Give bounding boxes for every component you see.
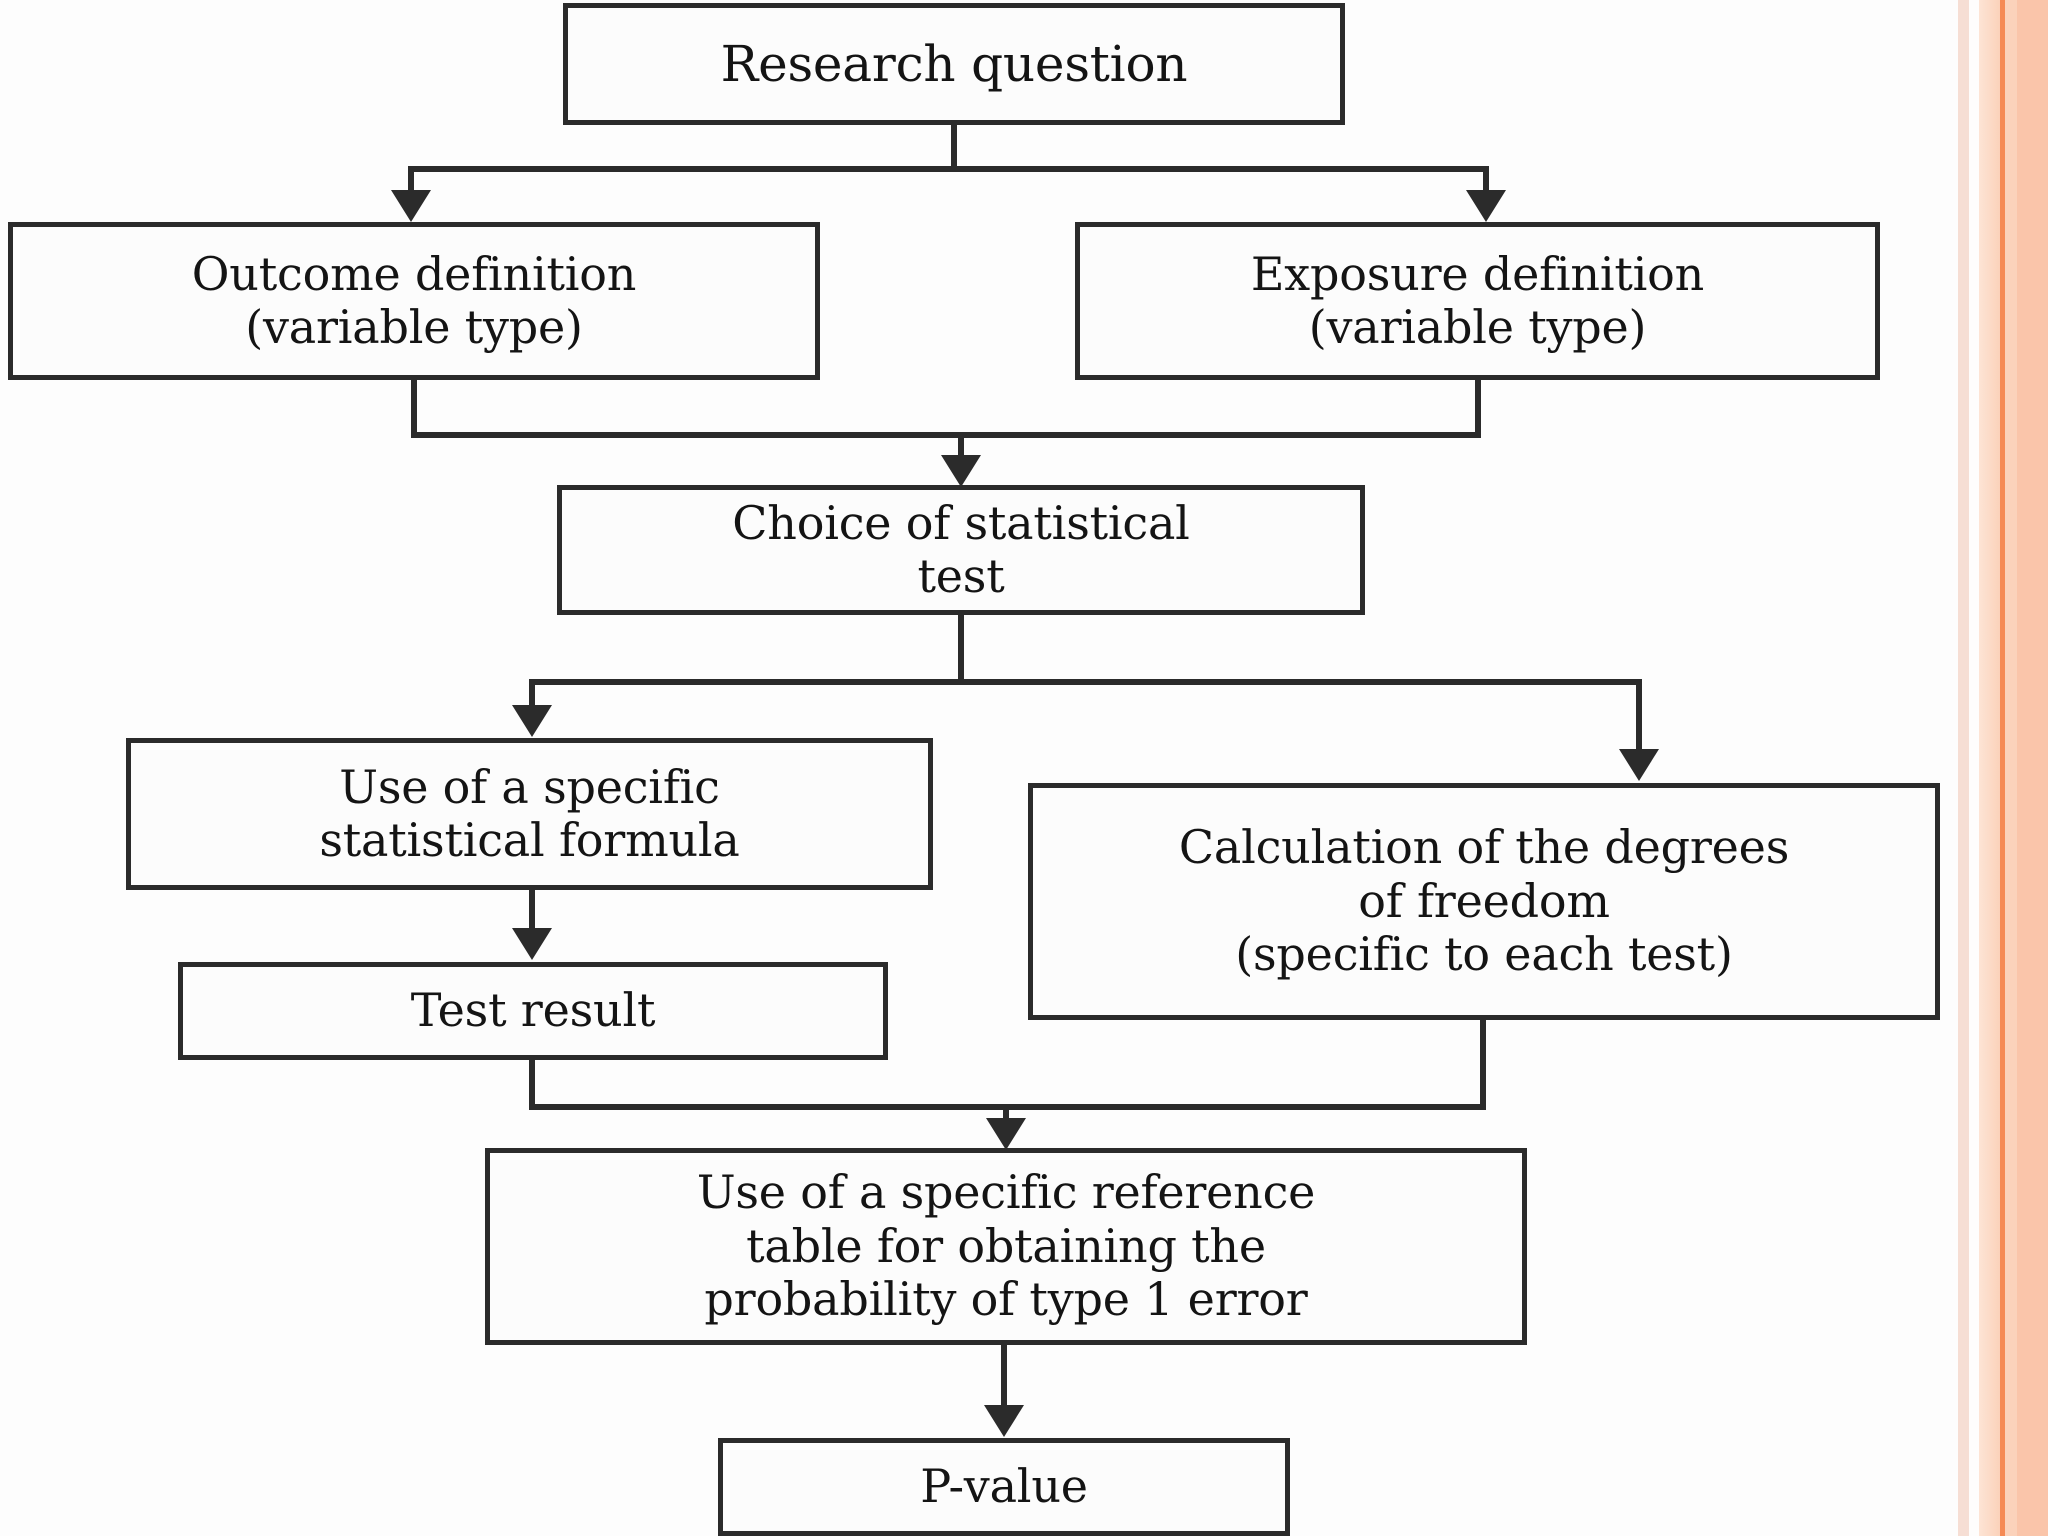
edge-merge-stem-to-choice-of-test bbox=[958, 432, 964, 458]
stripe-pale-peach-1 bbox=[1958, 0, 1969, 1536]
node-degrees-of-freedom[interactable]: Calculation of the degrees of freedom (s… bbox=[1028, 783, 1940, 1020]
edge-specific-formula-to-test-result bbox=[529, 890, 535, 930]
edge-choice-of-test-split-bar bbox=[529, 679, 1642, 685]
edge-research-question-split-bar bbox=[408, 166, 1489, 172]
arrowhead-to-exposure-definition bbox=[1466, 190, 1506, 222]
node-outcome-definition-label: Outcome definition (variable type) bbox=[191, 246, 637, 354]
edge-test-result-stem bbox=[529, 1060, 535, 1110]
stripe-orange-accent bbox=[2000, 0, 2005, 1536]
node-test-result[interactable]: Test result bbox=[178, 962, 888, 1060]
edge-research-question-stem bbox=[951, 125, 957, 172]
node-specific-formula-label: Use of a specific statistical formula bbox=[319, 759, 740, 867]
node-reference-table[interactable]: Use of a specific reference table for ob… bbox=[485, 1148, 1527, 1345]
stripe-peach-soft bbox=[1979, 0, 2000, 1536]
edge-to-specific-formula bbox=[529, 679, 535, 707]
edge-to-exposure-definition bbox=[1483, 166, 1489, 192]
node-reference-table-label: Use of a specific reference table for ob… bbox=[696, 1165, 1316, 1327]
node-exposure-definition[interactable]: Exposure definition (variable type) bbox=[1075, 222, 1880, 380]
node-p-value-label: P-value bbox=[920, 1459, 1088, 1514]
node-test-result-label: Test result bbox=[410, 983, 656, 1038]
edge-degrees-of-freedom-stem bbox=[1480, 1020, 1486, 1110]
node-choice-of-test-label: Choice of statistical test bbox=[732, 495, 1190, 603]
stripe-peach-deep bbox=[2017, 0, 2048, 1536]
arrowhead-to-reference-table bbox=[986, 1118, 1026, 1150]
node-p-value[interactable]: P-value bbox=[718, 1438, 1290, 1536]
edge-outcome-definition-stem bbox=[411, 380, 417, 438]
edge-exposure-definition-stem bbox=[1475, 380, 1481, 438]
edge-to-outcome-definition bbox=[408, 166, 414, 192]
node-choice-of-test[interactable]: Choice of statistical test bbox=[557, 485, 1365, 615]
node-research-question[interactable]: Research question bbox=[563, 3, 1345, 125]
node-research-question-label: Research question bbox=[720, 35, 1188, 93]
arrowhead-to-choice-of-test bbox=[941, 455, 981, 487]
arrowhead-to-outcome-definition bbox=[391, 190, 431, 222]
arrowhead-to-degrees-of-freedom bbox=[1619, 749, 1659, 781]
edge-choice-of-test-stem bbox=[958, 615, 964, 685]
edge-reference-table-to-p-value bbox=[1001, 1345, 1007, 1407]
arrowhead-to-test-result bbox=[512, 928, 552, 960]
node-specific-formula[interactable]: Use of a specific statistical formula bbox=[126, 738, 933, 890]
edge-merge-stem-to-reference-table bbox=[1003, 1104, 1009, 1124]
node-outcome-definition[interactable]: Outcome definition (variable type) bbox=[8, 222, 820, 380]
arrowhead-to-specific-formula bbox=[512, 705, 552, 737]
stripe-white-gap bbox=[1969, 0, 1979, 1536]
node-degrees-of-freedom-label: Calculation of the degrees of freedom (s… bbox=[1178, 820, 1790, 982]
node-exposure-definition-label: Exposure definition (variable type) bbox=[1250, 246, 1705, 354]
edge-to-degrees-of-freedom bbox=[1636, 679, 1642, 751]
arrowhead-to-p-value bbox=[984, 1405, 1024, 1437]
stripe-peach-mid bbox=[2005, 0, 2017, 1536]
edge-merge-bar-to-choice-of-test bbox=[411, 432, 1481, 438]
